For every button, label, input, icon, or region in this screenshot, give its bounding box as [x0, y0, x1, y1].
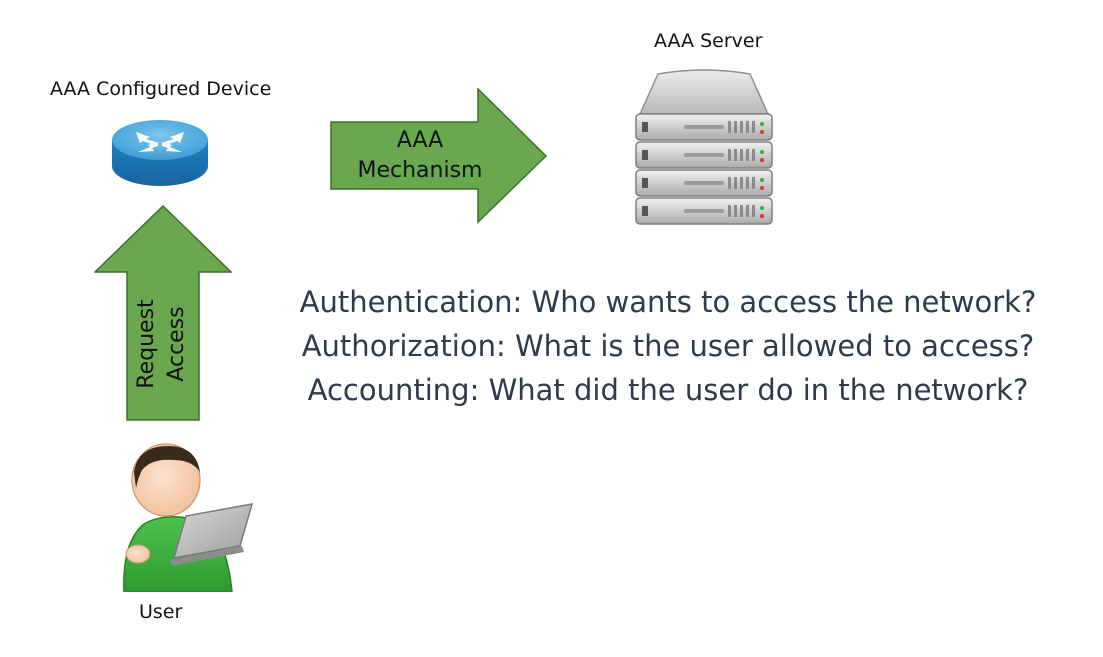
- aaa-mechanism-line1: AAA: [396, 128, 444, 153]
- device-label: AAA Configured Device: [50, 78, 272, 100]
- request-access-arrow: [94, 204, 232, 421]
- request-access-line1: Request: [134, 299, 159, 389]
- aaa-description-block: Authentication: Who wants to access the …: [288, 280, 1048, 412]
- aaa-mechanism-arrow: [330, 88, 548, 224]
- aaa-mechanism-arrow-label: AAA Mechanism: [345, 126, 495, 186]
- request-access-arrow-label: Request Access: [132, 269, 194, 419]
- router-icon: [112, 120, 208, 186]
- aaa-mechanism-line2: Mechanism: [357, 158, 483, 183]
- user-with-laptop-icon: [123, 443, 254, 592]
- server-rack-icon: [635, 69, 773, 225]
- server-label: AAA Server: [654, 30, 763, 52]
- authentication-line: Authentication: Who wants to access the …: [299, 285, 1037, 319]
- authorization-line: Authorization: What is the user allowed …: [301, 329, 1035, 363]
- user-label: User: [139, 601, 183, 623]
- request-access-line2: Access: [164, 306, 189, 382]
- accounting-line: Accounting: What did the user do in the …: [307, 373, 1029, 407]
